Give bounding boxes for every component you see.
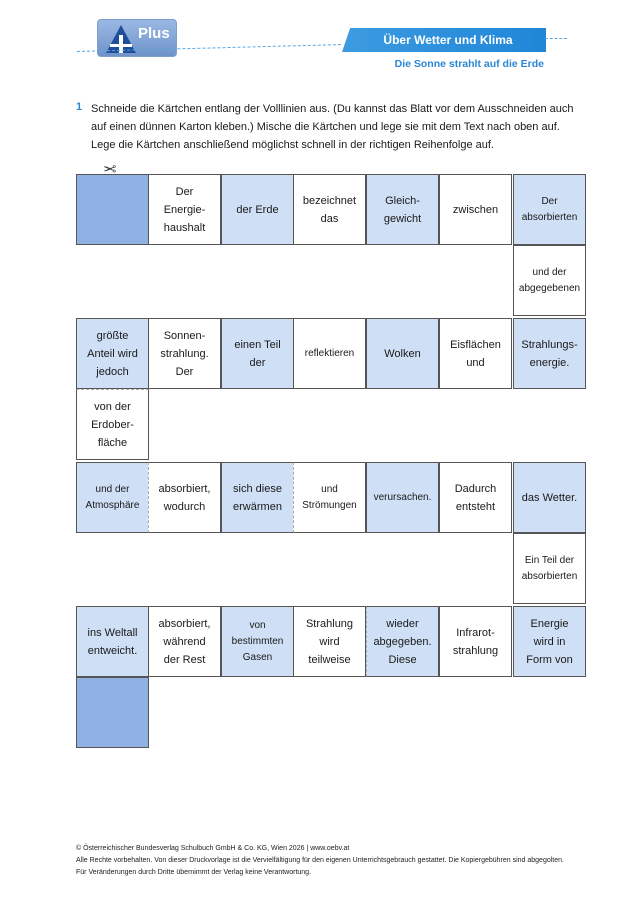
card: Gleich- gewicht <box>366 174 439 245</box>
card: von der Erdober- fläche <box>76 389 149 460</box>
page-subtitle: Die Sonne strahlt auf die Erde <box>394 58 544 70</box>
card: einen Teil der <box>221 318 294 389</box>
card: und Strömungen <box>293 462 366 533</box>
card: Sonnen- strahlung. Der <box>148 318 221 389</box>
card: und der abgegebenen <box>513 245 586 316</box>
card: ins Weltall entweicht. <box>76 606 149 677</box>
card: und der Atmosphäre <box>76 462 149 533</box>
header-divider-right <box>545 38 567 39</box>
card: wieder abgegeben. Diese <box>366 606 439 677</box>
footer-rights: Alle Rechte vorbehalten. Von dieser Druc… <box>76 857 564 864</box>
logo: Plus <box>97 19 177 57</box>
page-title: Über Wetter und Klima <box>342 28 546 52</box>
task-instructions: Schneide die Kärtchen entlang der Vollli… <box>91 103 574 151</box>
footer-copyright: © Österreichischer Bundesverlag Schulbuc… <box>76 845 350 852</box>
card: verursachen. <box>366 462 439 533</box>
card: Eisflächen und <box>439 318 512 389</box>
card-end-block <box>76 677 149 748</box>
card: bezeichnet das <box>293 174 366 245</box>
footer: © Österreichischer Bundesverlag Schulbuc… <box>76 843 576 879</box>
card: Infrarot- strahlung <box>439 606 512 677</box>
card: Energie wird in Form von <box>513 606 586 677</box>
card: reflektieren <box>293 318 366 389</box>
footer-disclaimer: Für Veränderungen durch Dritte übernimmt… <box>76 869 312 876</box>
card-start-block <box>76 174 149 245</box>
triangle-logo-icon <box>106 25 136 53</box>
card: Strahlungs- energie. <box>513 318 586 389</box>
card: größte Anteil wird jedoch <box>76 318 149 389</box>
card: von bestimmten Gasen <box>221 606 294 677</box>
logo-text: Plus <box>138 25 170 42</box>
card: sich diese erwärmen <box>221 462 294 533</box>
task-number: 1 <box>76 101 83 113</box>
card: Dadurch entsteht <box>439 462 512 533</box>
card: Wolken <box>366 318 439 389</box>
card: Der Energie- haushalt <box>148 174 221 245</box>
card: Strahlung wird teilweise <box>293 606 366 677</box>
card: zwischen <box>439 174 512 245</box>
card: absorbiert, wodurch <box>148 462 221 533</box>
card: absorbiert, während der Rest <box>148 606 221 677</box>
card: der Erde <box>221 174 294 245</box>
card: Ein Teil der absorbierten <box>513 533 586 604</box>
card: das Wetter. <box>513 462 586 533</box>
card: Der absorbierten <box>513 174 586 245</box>
